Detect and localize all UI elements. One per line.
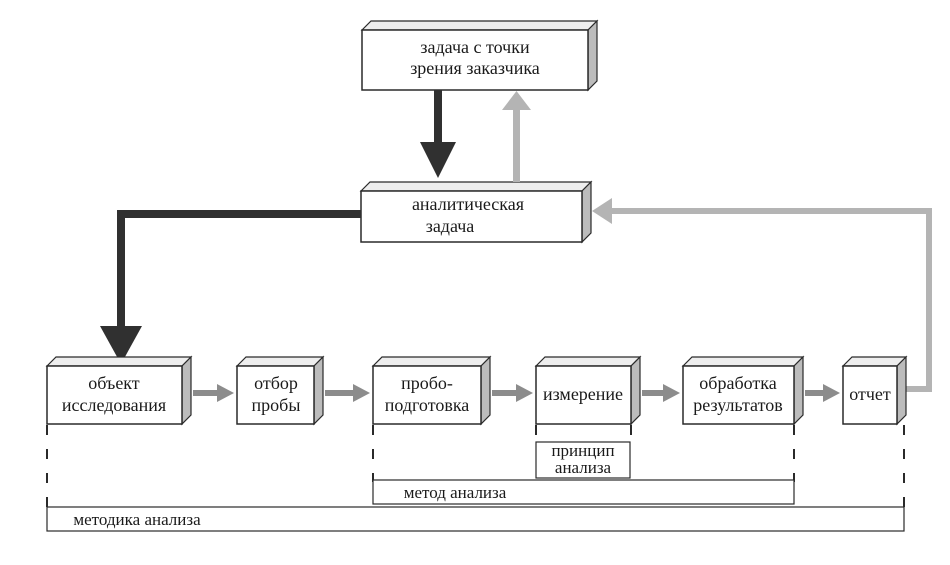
box-research-object: объект исследования: [45, 355, 193, 426]
box-analytical-task: аналитическая задача: [359, 180, 593, 244]
bracket-method: метод анализа: [372, 479, 795, 505]
data-processing-line-2: результатов: [693, 395, 782, 415]
measurement-label: измерение: [543, 384, 623, 404]
analytical-task-line-2: задача: [426, 216, 475, 236]
bracket-methodology: методика анализа: [46, 506, 905, 532]
flow-arrow-processing-to-report: [805, 384, 840, 402]
box-sample-prep: пробо- подготовка: [371, 355, 492, 426]
box-measurement: измерение: [534, 355, 642, 426]
arrow-customer-to-analytical: [420, 90, 456, 178]
principle-line-2: анализа: [555, 458, 612, 477]
flow-arrow-object-to-sampling: [193, 384, 234, 402]
sample-prep-line-1: пробо-: [401, 373, 453, 393]
arrow-report-to-analytical: [592, 198, 932, 392]
sampling-line-1: отбор: [254, 373, 298, 393]
dashed-extent-lines: [46, 425, 905, 510]
box-data-processing: обработка результатов: [681, 355, 805, 426]
sample-prep-line-2: подготовка: [385, 395, 470, 415]
box-report: отчет: [841, 355, 908, 426]
arrow-analytical-to-object: [100, 210, 361, 364]
analytical-task-line-1: аналитическая: [412, 194, 524, 214]
arrow-analytical-to-customer: [502, 91, 531, 182]
research-object-line-2: исследования: [62, 395, 166, 415]
flow-arrow-sampling-to-prep: [325, 384, 370, 402]
principle-line-1: принцип: [551, 441, 614, 460]
box-sampling: отбор пробы: [235, 355, 325, 426]
flow-arrow-prep-to-measurement: [492, 384, 533, 402]
methodology-label: методика анализа: [73, 510, 201, 529]
report-label: отчет: [849, 384, 891, 404]
data-processing-line-1: обработка: [699, 373, 776, 393]
box-customer-task: задача с точки зрения заказчика: [360, 19, 599, 92]
research-object-line-1: объект: [88, 373, 140, 393]
bracket-principle: принцип анализа: [535, 441, 631, 479]
customer-task-line-1: задача с точки: [420, 37, 530, 57]
flow-arrow-measurement-to-processing: [642, 384, 680, 402]
sampling-line-2: пробы: [252, 395, 301, 415]
customer-task-line-2: зрения заказчика: [410, 58, 540, 78]
method-label: метод анализа: [404, 483, 507, 502]
